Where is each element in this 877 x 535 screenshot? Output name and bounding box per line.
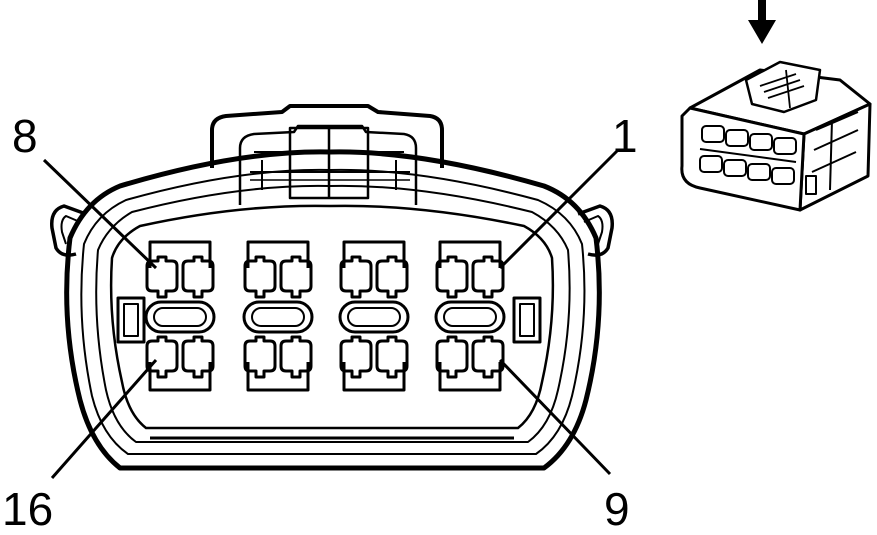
cavity-bottom-left	[339, 335, 373, 379]
cavity-bottom-left	[435, 335, 469, 379]
cavity-top-left	[243, 255, 277, 299]
cavity-frame-bottom	[148, 362, 212, 392]
cavity-bottom-left	[243, 335, 277, 379]
iso-side-window	[805, 175, 817, 195]
connector-face	[50, 104, 614, 471]
cavity-frame-top	[342, 240, 406, 268]
cavity-frame-top	[148, 240, 212, 268]
connector-latch-inner	[238, 124, 418, 205]
cavity-bottom-right	[279, 335, 313, 379]
cavity-frame-bottom	[342, 362, 406, 392]
cavity-top-right	[375, 255, 409, 299]
connector-latch-housing	[210, 104, 444, 168]
cavity-top-right	[279, 255, 313, 299]
cavity-bottom-right	[181, 335, 215, 379]
cavity-top-right	[471, 255, 505, 299]
connector-left-window-inner	[123, 303, 139, 337]
cavity-frame-bottom	[438, 362, 502, 392]
pin-label-8: 8	[12, 110, 38, 162]
pin-label-9: 9	[604, 483, 630, 535]
iso-latch	[744, 60, 822, 114]
connector-outer-shell	[64, 149, 602, 471]
cavity-top-right	[181, 255, 215, 299]
cavity-seal-inner	[153, 307, 207, 327]
cavity-frame-top	[246, 240, 310, 268]
cavity-group	[144, 240, 506, 392]
leader-line-8	[42, 158, 158, 270]
cavity-seal-outer	[338, 300, 410, 334]
cavity-frame-bottom	[246, 362, 310, 392]
connector-isometric-view	[680, 60, 872, 212]
iso-side-ribs	[811, 111, 859, 191]
connector-right-ear-inner	[583, 215, 604, 245]
cavity-top-left	[435, 255, 469, 299]
insertion-arrow-icon	[748, 0, 776, 44]
cavity-seal-inner	[443, 307, 497, 327]
connector-right-ear	[577, 204, 614, 257]
connector-left-window	[116, 296, 146, 344]
cavity-top-left	[145, 255, 179, 299]
connector-left-ear-inner	[60, 215, 81, 245]
connector-shell-ring	[80, 168, 586, 455]
connector-right-window	[512, 296, 542, 344]
connector-shell-ring	[109, 204, 555, 430]
cavity-seal-outer	[242, 300, 314, 334]
leader-line-9	[498, 358, 612, 476]
cavity-seal-outer	[434, 300, 506, 334]
iso-latch-ridges	[759, 69, 805, 109]
cavity-seal-inner	[251, 307, 305, 327]
connector-left-ear	[50, 204, 87, 257]
cavity-bottom-right	[471, 335, 505, 379]
pin-label-1: 1	[612, 110, 638, 162]
cavity-top-left	[339, 255, 373, 299]
cavity-bottom-left	[145, 335, 179, 379]
iso-body-front	[680, 106, 806, 212]
leader-line-1	[498, 148, 620, 270]
leader-line-16	[50, 359, 158, 479]
cavity-seal-outer	[144, 300, 216, 334]
iso-cavity-grid	[699, 125, 797, 185]
pin-label-16: 16	[2, 483, 53, 535]
cavity-frame-top	[438, 240, 502, 268]
cavity-bottom-right	[375, 335, 409, 379]
leader-lines	[42, 148, 620, 479]
connector-shell-ring	[95, 184, 571, 443]
connector-right-window-inner	[519, 303, 535, 337]
cavity-seal-inner	[347, 307, 401, 327]
